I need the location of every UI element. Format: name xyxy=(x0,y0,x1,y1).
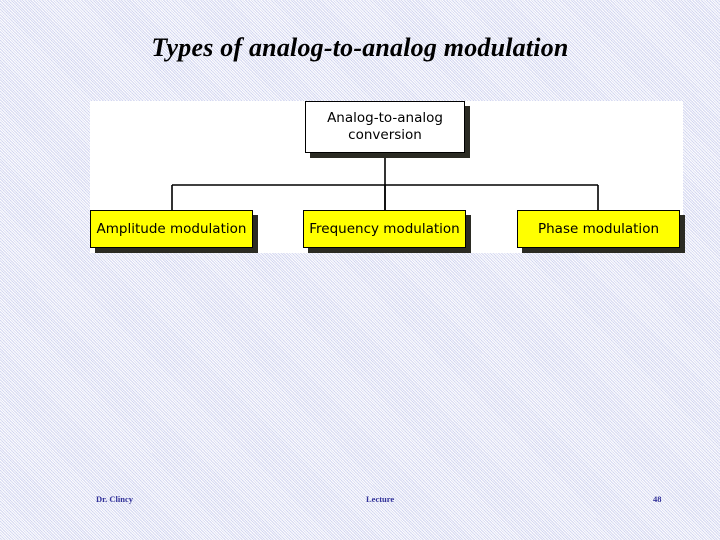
node-root-label-line1: Analog-to-analog xyxy=(327,110,443,127)
node-label: Amplitude modulation xyxy=(96,220,247,237)
diagram-connectors xyxy=(171,153,599,210)
node-frequency-modulation[interactable]: Frequency modulation xyxy=(303,210,466,248)
node-amplitude-modulation[interactable]: Amplitude modulation xyxy=(90,210,253,248)
node-root-label-line2: conversion xyxy=(348,127,422,143)
footer-center-label: Lecture xyxy=(366,494,395,504)
slide-footer: Dr. Clincy Lecture 48 xyxy=(0,494,720,508)
footer-page-number: 48 xyxy=(653,494,662,504)
node-analog-to-analog-conversion[interactable]: Analog-to-analog conversion xyxy=(305,101,465,153)
footer-author: Dr. Clincy xyxy=(96,494,133,504)
node-phase-modulation[interactable]: Phase modulation xyxy=(517,210,680,248)
node-label: Phase modulation xyxy=(537,220,660,237)
node-label: Frequency modulation xyxy=(309,220,460,237)
page-title: Types of analog-to-analog modulation xyxy=(151,33,569,62)
